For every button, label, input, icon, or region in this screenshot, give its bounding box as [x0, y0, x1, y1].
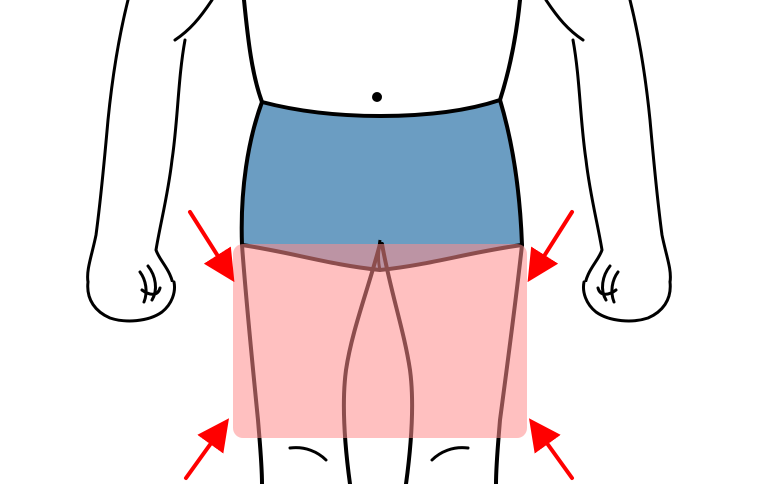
highlight-arrows — [184, 210, 574, 480]
arrow-lower-right — [528, 418, 574, 480]
highlight-region — [233, 244, 527, 438]
arrow-upper-left — [188, 210, 235, 283]
arrow-lower-left — [184, 418, 230, 480]
navel — [372, 92, 382, 102]
arrow-upper-right — [527, 210, 574, 283]
torso — [242, 0, 522, 104]
left-arm — [86, 0, 214, 323]
right-arm — [544, 0, 672, 323]
